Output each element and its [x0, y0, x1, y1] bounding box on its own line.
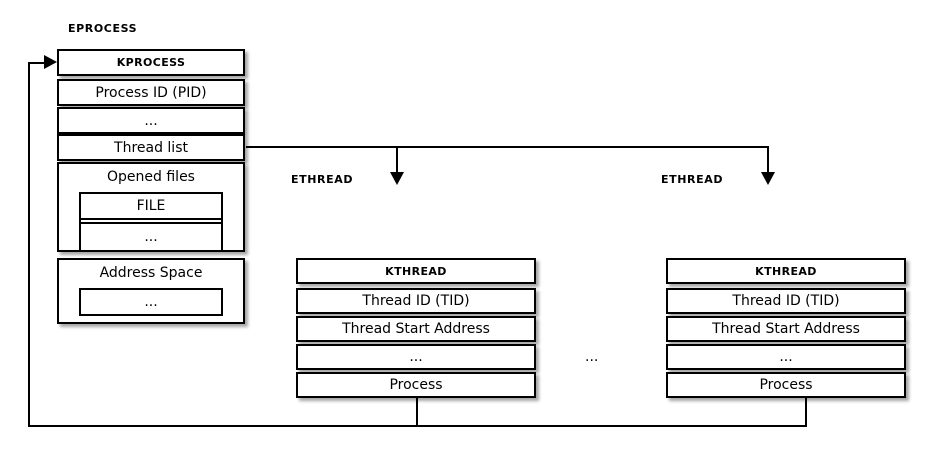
eprocess-row-kprocess: KPROCESS — [57, 49, 245, 76]
thread-right-row-tid-label: Thread ID (TID) — [732, 293, 840, 309]
eprocess-row-thread-list-label: Thread list — [114, 139, 188, 156]
opened-files-inner-frame: FILE ... — [79, 192, 223, 252]
thread-left-row-process-label: Process — [389, 377, 443, 393]
opened-files-title: Opened files — [107, 169, 195, 185]
eprocess-row-pid: Process ID (PID) — [57, 79, 245, 106]
thread-left-row-start-address-label: Thread Start Address — [342, 321, 490, 337]
process-right-back-line — [805, 398, 807, 426]
process-back-to-kprocess-stub — [28, 62, 46, 64]
opened-files-group: Opened files FILE ... — [57, 162, 245, 252]
eprocess-row-ellipsis-label: ... — [144, 112, 158, 129]
opened-files-row-file-label: FILE — [136, 198, 166, 214]
address-space-row-ellipsis: ... — [79, 288, 223, 316]
ethread-right-label: ETHREAD — [661, 173, 724, 186]
thread-right-row-start-address-label: Thread Start Address — [712, 321, 860, 337]
opened-files-row-ellipsis: ... — [79, 222, 223, 252]
kprocess-arrowhead-icon — [44, 55, 57, 69]
thread-right-row-start-address: Thread Start Address — [666, 316, 906, 342]
thread-right-row-tid: Thread ID (TID) — [666, 288, 906, 314]
ethread-left-label: ETHREAD — [291, 173, 354, 186]
thread-left-drop-line — [396, 146, 398, 175]
address-space-group: Address Space ... — [57, 258, 245, 324]
thread-left-row-tid-label: Thread ID (TID) — [362, 293, 470, 309]
process-back-horizontal — [28, 425, 807, 427]
eprocess-row-kprocess-label: KPROCESS — [116, 56, 186, 69]
eprocess-row-ellipsis: ... — [57, 107, 245, 134]
address-space-row-ellipsis-label: ... — [144, 294, 158, 310]
thread-right-row-ellipsis: ... — [666, 344, 906, 370]
thread-left-arrowhead-icon — [390, 172, 404, 185]
thread-left-row-ellipsis: ... — [296, 344, 536, 370]
thread-left-row-process: Process — [296, 372, 536, 398]
thread-right-row-process-label: Process — [759, 377, 813, 393]
opened-files-row-ellipsis-label: ... — [144, 229, 158, 245]
process-left-back-line — [416, 398, 418, 426]
thread-left-row-start-address: Thread Start Address — [296, 316, 536, 342]
eprocess-label: EPROCESS — [68, 22, 138, 35]
eprocess-row-pid-label: Process ID (PID) — [95, 84, 207, 101]
thread-right-row-ellipsis-label: ... — [779, 349, 793, 365]
thread-left-row-kthread-label: KTHREAD — [385, 264, 447, 278]
thread-list-connector-horizontal — [246, 146, 769, 148]
address-space-inner-frame: ... — [79, 288, 223, 316]
thread-right-drop-line — [767, 146, 769, 175]
thread-right-row-process: Process — [666, 372, 906, 398]
thread-left-row-tid: Thread ID (TID) — [296, 288, 536, 314]
process-back-vertical — [28, 62, 30, 427]
eprocess-row-thread-list: Thread list — [57, 134, 245, 161]
thread-right-arrowhead-icon — [761, 172, 775, 185]
thread-left-row-kthread: KTHREAD — [296, 258, 536, 284]
opened-files-row-file: FILE — [79, 192, 223, 220]
address-space-title: Address Space — [99, 265, 203, 281]
thread-right-row-kthread-label: KTHREAD — [755, 264, 817, 278]
thread-left-row-ellipsis-label: ... — [409, 349, 423, 365]
thread-right-row-kthread: KTHREAD — [666, 258, 906, 284]
threads-continuation-ellipsis: ... — [585, 349, 599, 365]
